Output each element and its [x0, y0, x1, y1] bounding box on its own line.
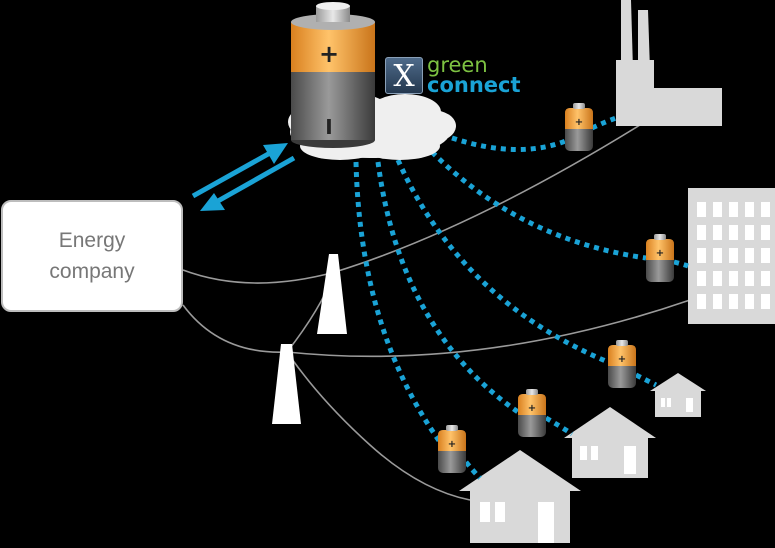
- link-factory: [451, 135, 569, 153]
- link-house-large: [353, 161, 443, 444]
- arrow-to-cloud-icon: [191, 143, 288, 199]
- pylon-left: [272, 344, 301, 424]
- energy-company-box: Energy company: [1, 200, 183, 312]
- svg-text:+: +: [448, 439, 456, 450]
- small-battery-office: +: [646, 234, 674, 282]
- small-battery-factory: +: [565, 103, 593, 151]
- link-office: [430, 150, 647, 261]
- factory-icon: [616, 0, 722, 126]
- main-battery-minus: I: [325, 115, 332, 139]
- link-house-small-building: [634, 372, 658, 388]
- exchange-arrows: [191, 143, 296, 211]
- link-house-medium-building: [544, 415, 574, 437]
- house-small-icon: [650, 373, 706, 417]
- energy-company-line1: Energy: [58, 229, 126, 252]
- energy-company-line2: company: [49, 260, 135, 283]
- link-factory-building: [590, 115, 617, 131]
- small-battery-house-small: +: [608, 340, 636, 388]
- wire-houses: [286, 351, 471, 501]
- logo-word-green: green: [427, 53, 488, 77]
- logo-word-connect: connect: [427, 73, 521, 97]
- house-medium-icon: [564, 407, 656, 478]
- link-house-large-building: [464, 460, 482, 480]
- small-battery-house-medium: +: [518, 389, 546, 437]
- svg-text:+: +: [528, 403, 536, 414]
- main-battery-icon: + I: [291, 2, 375, 148]
- wire-office: [182, 299, 691, 358]
- link-office-building: [673, 259, 689, 269]
- link-house-medium: [375, 161, 520, 415]
- wireless-links: [353, 115, 689, 480]
- small-battery-house-large: +: [438, 425, 466, 473]
- main-battery-plus: +: [319, 40, 339, 68]
- house-large-icon: [459, 450, 581, 543]
- green-connect-logo-mark: X: [385, 57, 423, 94]
- svg-text:+: +: [618, 354, 626, 365]
- svg-text:+: +: [575, 117, 583, 128]
- svg-text:+: +: [656, 248, 664, 259]
- office-building-icon: [688, 188, 775, 324]
- pylon-right: [317, 254, 347, 334]
- arrow-to-company-icon: [200, 155, 296, 211]
